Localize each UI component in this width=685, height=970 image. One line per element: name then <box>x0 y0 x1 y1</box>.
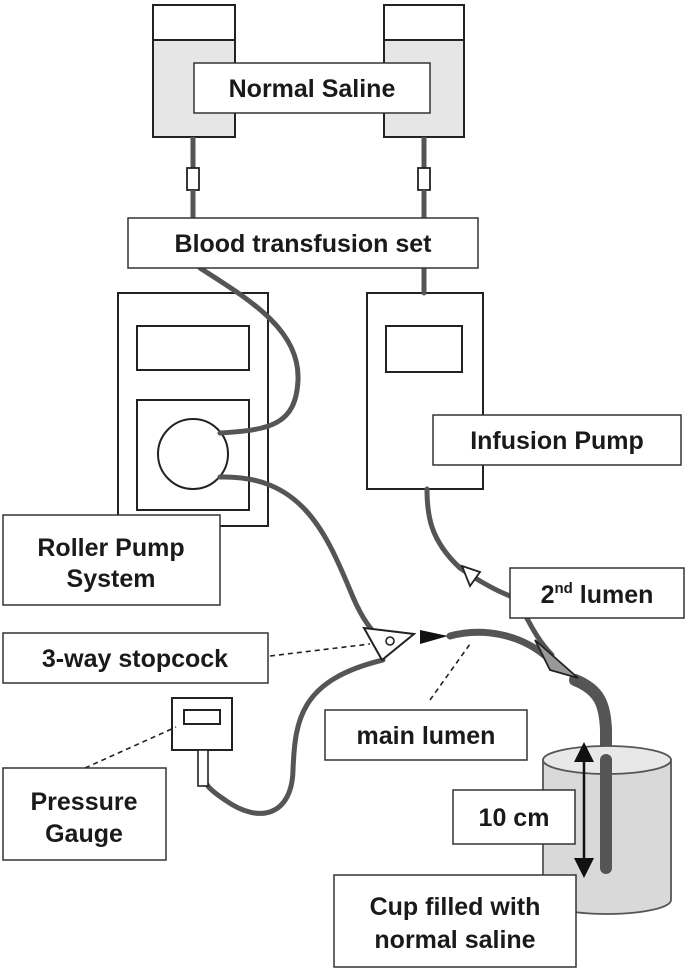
tube-stopcock-to-pressure-gauge <box>202 657 386 816</box>
tube-roller-pump-to-stopcock <box>217 474 375 633</box>
leader-pressure-gauge <box>84 726 177 769</box>
pressure-gauge-device <box>171 697 233 787</box>
flow-arrow-hollow <box>460 564 482 588</box>
roller-pump-label: Roller Pump System <box>2 514 221 606</box>
tube-catheter-into-cup <box>569 674 612 876</box>
main-lumen-label: main lumen <box>324 709 528 761</box>
pressure-gauge-label: Pressure Gauge <box>2 767 167 861</box>
three-way-stopcock <box>362 626 417 662</box>
junction-connector <box>534 639 579 679</box>
second-lumen-text: 2nd lumen <box>541 580 654 609</box>
drip-line-left <box>186 137 200 220</box>
infusion-pump-text: Infusion Pump <box>470 427 644 455</box>
distance-label: 10 cm <box>452 789 576 845</box>
tube-infusion-pump-to-second-lumen <box>424 486 513 599</box>
flow-arrow-black-head <box>420 630 448 644</box>
main-lumen-text: main lumen <box>357 722 496 750</box>
blood-transfusion-set-label: Blood transfusion set <box>127 217 479 269</box>
cup-text-line1: Cup filled with <box>370 893 541 921</box>
infusion-pump-label: Infusion Pump <box>432 414 682 466</box>
normal-saline-text: Normal Saline <box>229 75 396 103</box>
pressure-gauge-text-line1: Pressure <box>30 788 137 816</box>
blood-transfusion-set-text: Blood transfusion set <box>175 230 433 258</box>
roller-pump-text-line2: System <box>67 565 156 593</box>
leader-stopcock <box>269 643 371 657</box>
drip-line-right <box>417 137 431 220</box>
leader-main-lumen <box>429 643 471 701</box>
pressure-gauge-text-line2: Gauge <box>45 820 123 848</box>
stopcock-label: 3-way stopcock <box>2 632 269 684</box>
stopcock-text: 3-way stopcock <box>42 645 228 673</box>
tube-saline-to-roller-pump <box>197 265 301 436</box>
distance-text: 10 cm <box>479 804 550 832</box>
second-lumen-label: 2nd lumen <box>509 567 685 619</box>
normal-saline-label: Normal Saline <box>193 62 431 114</box>
cup-label: Cup filled with normal saline <box>333 874 577 968</box>
roller-pump-text-line1: Roller Pump <box>37 534 184 562</box>
cup-text-line2: normal saline <box>374 926 535 954</box>
roller-pump-device <box>117 292 269 527</box>
